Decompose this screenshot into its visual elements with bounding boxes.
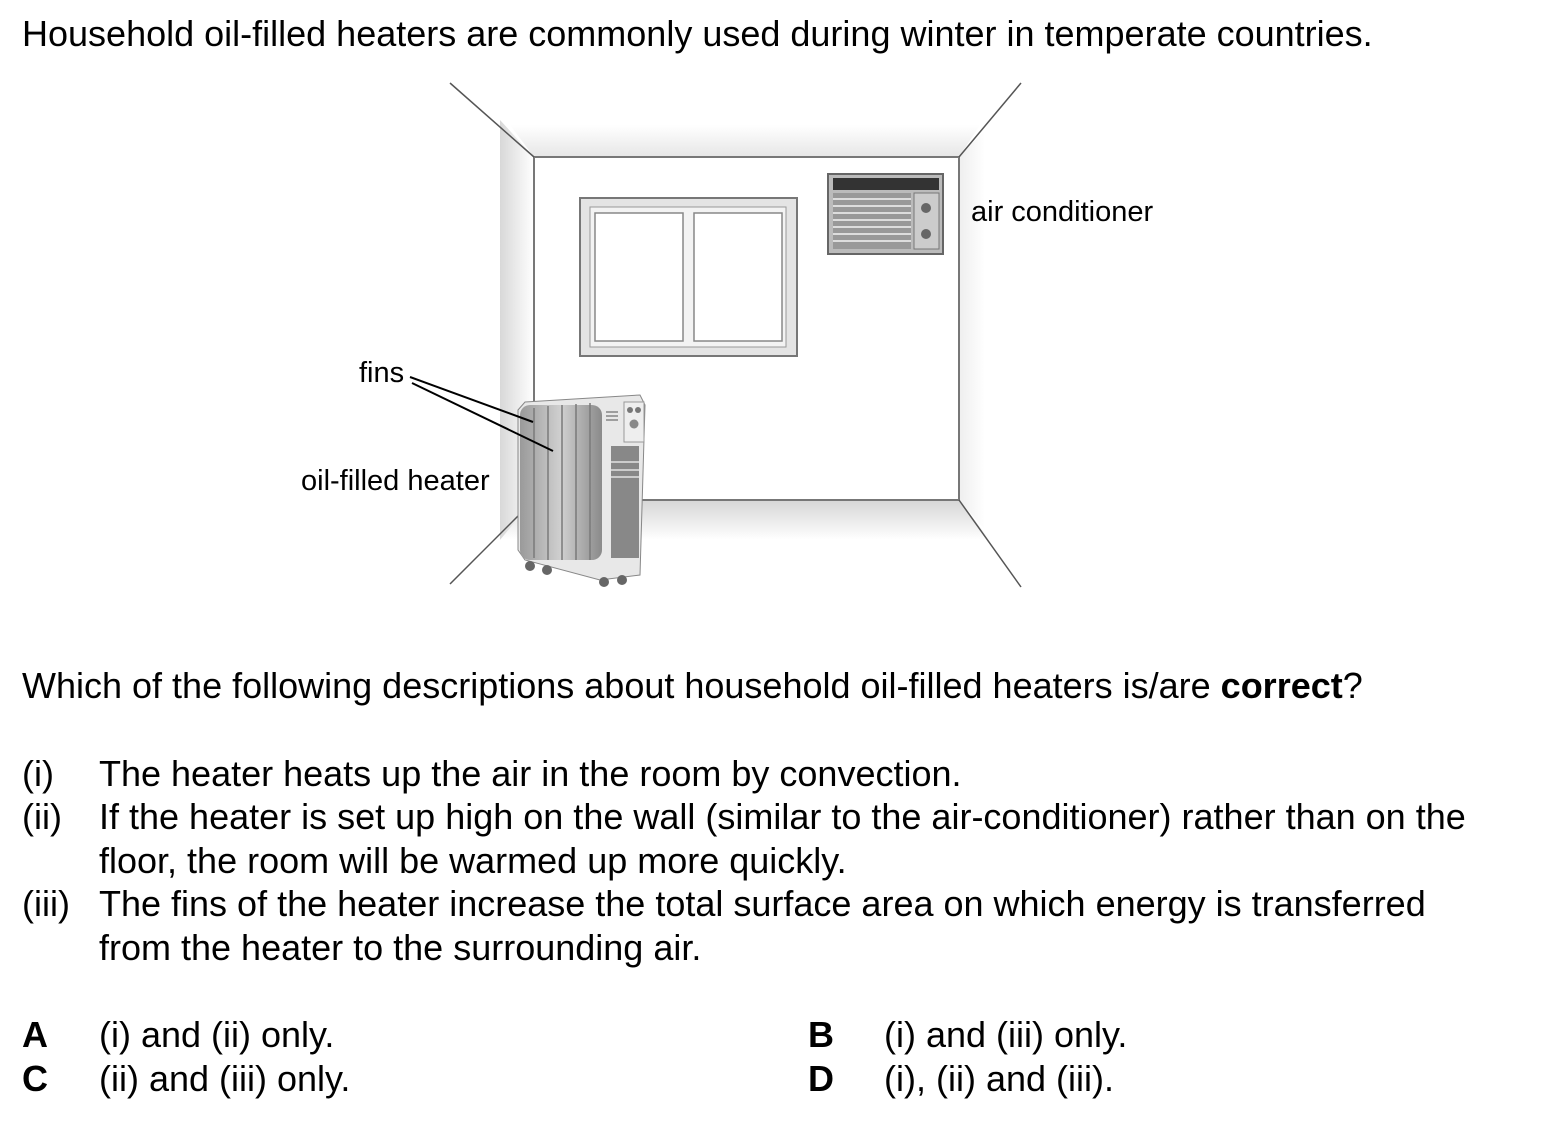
- question-emphasis: correct: [1220, 665, 1343, 706]
- option-a-letter[interactable]: A: [22, 1014, 48, 1055]
- heater-label: oil-filled heater: [301, 465, 490, 497]
- statement-text: If the heater is set up high on the wall…: [99, 796, 1466, 837]
- fins-label: fins: [359, 357, 405, 389]
- option-c-letter[interactable]: C: [22, 1058, 48, 1099]
- option-b-text[interactable]: (i) and (iii) only.: [884, 1014, 1128, 1055]
- statement-text: The fins of the heater increase the tota…: [99, 883, 1426, 924]
- option-c-text[interactable]: (ii) and (iii) only.: [99, 1058, 351, 1099]
- oil-filled-heater: [517, 394, 646, 587]
- air-conditioner: [827, 173, 944, 255]
- window: [579, 197, 798, 357]
- question-text: Which of the following descriptions abou…: [22, 664, 1363, 708]
- question-stem: Which of the following descriptions abou…: [22, 665, 1221, 706]
- option-b-letter[interactable]: B: [808, 1014, 834, 1055]
- air-conditioner-label: air conditioner: [971, 196, 1154, 228]
- statement-text: The heater heats up the air in the room …: [99, 753, 962, 794]
- statement-text: floor, the room will be warmed up more q…: [99, 840, 847, 881]
- statement-number: (iii): [22, 883, 70, 924]
- statement-number: (i): [22, 753, 54, 794]
- question-end: ?: [1342, 665, 1363, 706]
- option-d-letter[interactable]: D: [808, 1058, 834, 1099]
- statement-text: from the heater to the surrounding air.: [99, 927, 702, 968]
- option-a-text[interactable]: (i) and (ii) only.: [99, 1014, 335, 1055]
- option-d-text[interactable]: (i), (ii) and (iii).: [884, 1058, 1114, 1099]
- fins-pointer-lines: [409, 376, 554, 452]
- intro-text: Household oil-filled heaters are commonl…: [22, 13, 1373, 54]
- statement-number: (ii): [22, 796, 62, 837]
